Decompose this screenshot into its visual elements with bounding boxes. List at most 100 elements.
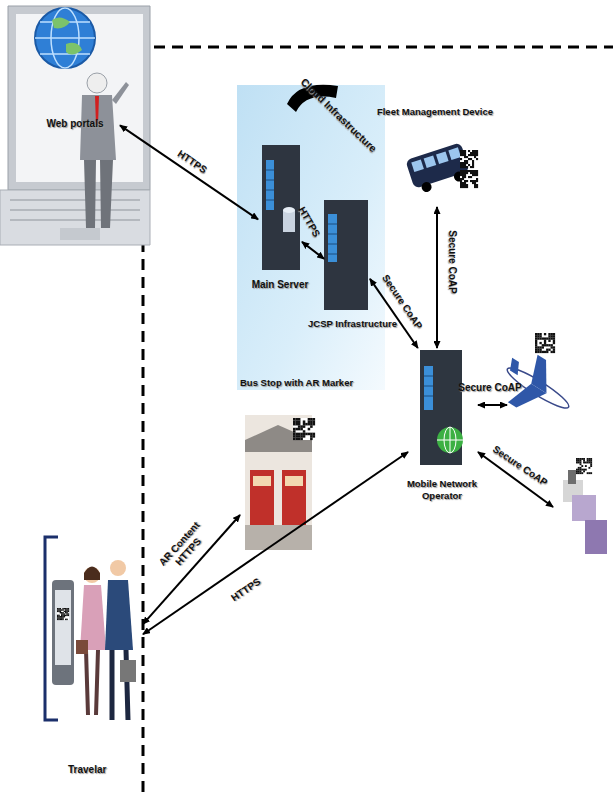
bus-stop-picture: [245, 425, 312, 452]
qr-code: [66, 609, 67, 610]
qr-code: [305, 433, 308, 436]
qr-code: [462, 152, 464, 154]
qr-code: [551, 337, 553, 339]
qr-code: [293, 433, 296, 436]
qr-code: [470, 180, 472, 182]
qr-code: [583, 470, 585, 472]
qr-code: [62, 617, 63, 618]
qr-code: [535, 349, 537, 351]
travelers-illustration: [105, 580, 133, 650]
qr-code: [68, 615, 69, 616]
qr-code: [295, 423, 298, 426]
qr-code: [576, 469, 578, 471]
qr-code: [295, 420, 298, 423]
qr-code: [313, 420, 316, 423]
bus-stop-picture: [245, 415, 312, 550]
qr-code: [303, 433, 306, 436]
qr-code: [581, 469, 583, 471]
qr-code: [293, 428, 296, 431]
qr-code: [542, 344, 544, 346]
qr-code: [581, 465, 583, 467]
qr-code: [588, 467, 590, 469]
qr-code: [293, 418, 296, 421]
qr-code: [65, 611, 66, 612]
qr-code: [313, 433, 316, 436]
qr-code: [537, 351, 539, 353]
qr-code: [468, 164, 470, 166]
qr-code: [539, 333, 541, 335]
link-label: Secure CoAP: [488, 441, 553, 490]
qr-code: [298, 435, 301, 438]
bus-stop-picture: [282, 470, 306, 525]
qr-code: [585, 462, 587, 464]
airplane-illustration: [506, 358, 524, 376]
operator-node: Mobile Network Operator: [408, 348, 476, 510]
qr-code: [464, 166, 466, 168]
qr-code: [65, 608, 66, 609]
qr-code: [578, 472, 580, 474]
qr-code: [62, 616, 63, 617]
qr-code: [62, 612, 63, 613]
qr-code: [57, 608, 58, 609]
qr-code: [476, 152, 478, 154]
qr-code: [64, 611, 65, 612]
qr-code: [60, 617, 61, 618]
qr-code: [464, 172, 466, 174]
qr-code: [57, 617, 58, 618]
qr-code: [537, 337, 539, 339]
main-server-illustration: [283, 207, 295, 213]
qr-code: [580, 462, 582, 464]
main-server-illustration: [262, 145, 300, 270]
qr-code: [57, 616, 58, 617]
qr-code: [60, 616, 61, 617]
qr-code: [553, 340, 555, 342]
laptop-illustration: [35, 8, 95, 68]
qr-code: [474, 150, 476, 152]
qr-code: [576, 462, 578, 464]
laptop-illustration: [0, 190, 150, 245]
qr-code: [66, 613, 67, 614]
qr-code: [460, 170, 478, 188]
qr-code: [58, 617, 59, 618]
node-label: Cloud Infrastructure: [292, 69, 387, 161]
phone-bracket: [52, 580, 74, 685]
qr-code: [464, 182, 466, 184]
qr-code: [587, 462, 589, 464]
server-node: Main Server: [258, 145, 302, 295]
qr-code: [468, 154, 470, 156]
qr-code: [542, 351, 544, 353]
bus-stop-picture: [245, 525, 312, 550]
qr-code: [468, 158, 470, 160]
qr-code: [546, 344, 548, 346]
node-label: Mobile Network Operator: [402, 478, 482, 502]
qr-code: [535, 333, 537, 335]
qr-code: [462, 174, 464, 176]
qr-code: [539, 346, 541, 348]
qr-code: [583, 469, 585, 471]
qr-code: [460, 162, 462, 164]
qr-code: [548, 333, 550, 335]
operator-server-illustration: [424, 366, 433, 410]
qr-code: [583, 460, 585, 462]
qr-code: [308, 420, 311, 423]
qr-code: [576, 458, 578, 460]
qr-code: [460, 180, 462, 182]
qr-code: [553, 337, 555, 339]
qr-code: [65, 615, 66, 616]
travelers-illustration: [84, 567, 100, 581]
qr-code: [470, 176, 472, 178]
qr-code: [468, 150, 470, 152]
edge-label: HTTPS: [168, 143, 216, 181]
qr-code: [464, 152, 466, 154]
main-server-illustration: [266, 170, 274, 200]
qr-code: [68, 608, 69, 609]
qr-code: [548, 335, 550, 337]
qr-code: [539, 351, 541, 353]
qr-code: [464, 184, 466, 186]
server-node: JCSP Infrastructure: [324, 198, 370, 338]
device-link-lines: [478, 404, 507, 406]
qr-code: [298, 425, 301, 428]
qr-code: [460, 164, 462, 166]
qr-code: [466, 184, 468, 186]
